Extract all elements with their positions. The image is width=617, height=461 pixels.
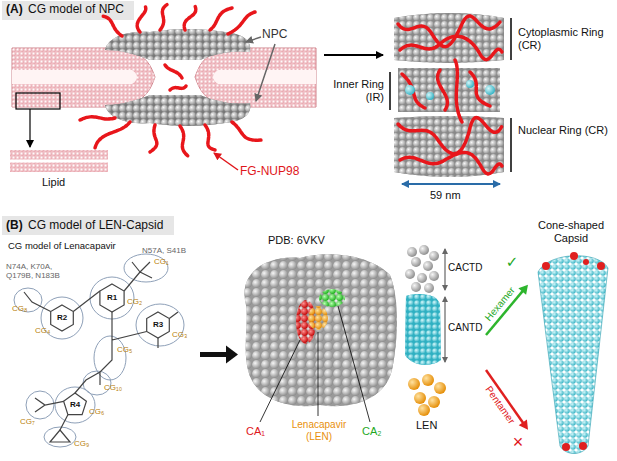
figure-label: CG₁₀: [104, 383, 122, 392]
connector: [200, 345, 238, 363]
node-text: PDB: 6VKV: [268, 234, 325, 247]
figure-label: N57A, S41B: [142, 246, 186, 255]
node-text: CG model of Lenacapavir: [8, 241, 116, 252]
figure-label: CG₅: [117, 345, 132, 354]
connector-line: [200, 352, 227, 357]
figure-label: R2: [57, 313, 67, 322]
figure-label: (A): [6, 3, 23, 17]
node-text: Cone-shaped Capsid: [528, 219, 614, 244]
figure-label: NPC: [262, 28, 287, 42]
figure-label: Nuclear Ring (CR): [518, 124, 612, 137]
arrow-head: [226, 345, 238, 363]
figure-label: CG model of LEN-Capsid: [28, 219, 163, 233]
figure-label: R3: [153, 320, 163, 329]
figure-label: 59 nm: [430, 189, 461, 202]
figure-label: ×: [513, 432, 524, 453]
figure-label: Inner Ring (IR): [322, 78, 384, 103]
figure-label: CA₂: [362, 425, 382, 438]
figure-label: CG₃: [172, 330, 187, 339]
node-text: CANTD: [448, 322, 482, 334]
arrow-head: [519, 420, 528, 430]
figure-label: R4: [70, 400, 80, 409]
figure-node: CACTD CANTD LEN: [400, 240, 486, 434]
figure-label: ✓: [506, 253, 519, 270]
figure-label: CG₉: [74, 439, 89, 448]
figure-label: Lenacapavir (LEN): [281, 419, 357, 442]
figure-label: CG₄: [35, 326, 50, 335]
figure-label: R1: [107, 293, 117, 302]
figure-label: CG₇: [20, 417, 35, 426]
figure-label: CG model of NPC: [28, 3, 124, 17]
figure-label: CG₈: [12, 304, 27, 313]
arrow-head: [518, 285, 528, 295]
figure-label: Cytoplasmic Ring (CR): [518, 26, 612, 51]
figure-label: CA₁: [246, 425, 265, 438]
node-text: CACTD: [448, 262, 482, 274]
figure-node: Cone-shaped Capsid: [528, 218, 616, 456]
figure-label: Lipid: [42, 176, 65, 189]
figure-label: CG₂: [127, 297, 142, 306]
figure-label: CG₁: [154, 257, 169, 266]
figure-label: FG-NUP98: [240, 165, 299, 179]
node-text: LEN: [416, 419, 437, 432]
figure-label: N74A, K70A, Q179B, N183B: [6, 262, 68, 280]
figure-label: CG₆: [89, 407, 104, 416]
figure-label: (B): [6, 219, 23, 233]
